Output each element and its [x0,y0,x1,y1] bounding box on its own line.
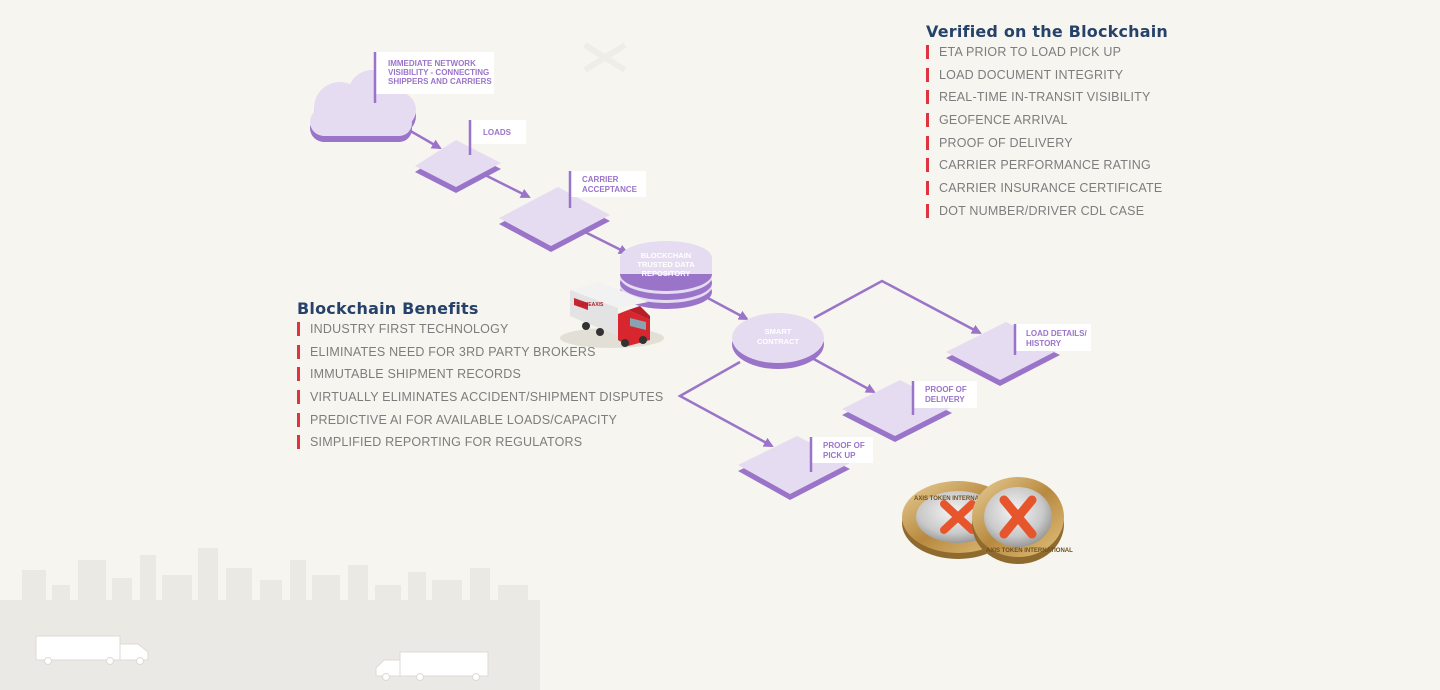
benefit-item: VIRTUALLY ELIMINATES ACCIDENT/SHIPMENT D… [297,390,663,405]
truck-brand: LANEAXIS [578,302,604,308]
coin-back-text: AXIS TOKEN INTERNATIONAL [914,496,1001,502]
background-truck-left [35,635,149,665]
delivery-label-1: PROOF OF [925,385,967,394]
details-label-2: HISTORY [1026,339,1062,348]
verified-item: CARRIER PERFORMANCE RATING [926,158,1168,173]
load-details-flag: LOAD DETAILS/ HISTORY [1013,324,1091,355]
verified-panel: Verified on the Blockchain ETA PRIOR TO … [926,22,1168,227]
benefit-item: INDUSTRY FIRST TECHNOLOGY [297,322,663,336]
verified-item: PROOF OF DELIVERY [926,135,1168,150]
network-label-1: IMMEDIATE NETWORK [388,59,476,68]
contract-label-2: CONTRACT [757,337,799,346]
network-label-3: SHIPPERS AND CARRIERS [388,77,492,86]
verified-item: ETA PRIOR TO LOAD PICK UP [926,45,1168,59]
benefits-panel: Blockchain Benefits INDUSTRY FIRST TECHN… [297,299,663,458]
proof-of-pickup-flag: PROOF OF PICK UP [809,437,873,472]
pickup-label-1: PROOF OF [823,441,865,450]
axis-token-coin-front: AXIS TOKEN INTERNATIONAL [972,477,1073,564]
benefit-item: ELIMINATES NEED FOR 3RD PARTY BROKERS [297,344,663,359]
benefits-list: INDUSTRY FIRST TECHNOLOGY ELIMINATES NEE… [297,322,663,450]
proof-of-delivery-flag: PROOF OF DELIVERY [911,381,977,415]
flow-arrows [399,123,982,448]
laneaxis-truck: LANEAXIS [560,282,664,348]
loads-flag: LOADS [468,120,526,155]
repo-label-3: REPOSITORY [642,269,691,278]
coin-front-text: AXIS TOKEN INTERNATIONAL [986,548,1073,554]
city-skyline-background [0,548,540,690]
carrier-label-1: CARRIER [582,175,619,184]
benefit-item: SIMPLIFIED REPORTING FOR REGULATORS [297,435,663,450]
benefit-item: IMMUTABLE SHIPMENT RECORDS [297,367,663,382]
verified-item: LOAD DOCUMENT INTEGRITY [926,67,1168,82]
network-visibility-flag: IMMEDIATE NETWORK VISIBILITY - CONNECTIN… [373,52,494,103]
blockchain-repository-stack: BLOCKCHAIN TRUSTED DATA REPOSITORY [620,241,712,309]
benefits-title: Blockchain Benefits [297,299,479,318]
faint-logo-watermark [583,42,627,73]
pickup-label-2: PICK UP [823,451,856,460]
repo-label-1: BLOCKCHAIN [641,251,691,260]
verified-item: DOT NUMBER/DRIVER CDL CASE [926,203,1168,218]
background-truck-center [375,651,489,681]
verified-title: Verified on the Blockchain [926,22,1169,41]
benefit-item: PREDICTIVE AI FOR AVAILABLE LOADS/CAPACI… [297,412,663,427]
repo-label-2: TRUSTED DATA [637,260,695,269]
delivery-label-2: DELIVERY [925,395,965,404]
carrier-label-2: ACCEPTANCE [582,185,638,194]
loads-label: LOADS [483,128,512,137]
carrier-acceptance-flag: CARRIER ACCEPTANCE [568,171,646,208]
verified-item: REAL-TIME IN-TRANSIT VISIBILITY [926,90,1168,105]
contract-label-1: SMART [765,327,792,336]
verified-list: ETA PRIOR TO LOAD PICK UP LOAD DOCUMENT … [926,45,1168,218]
details-label-1: LOAD DETAILS/ [1026,329,1088,338]
verified-item: GEOFENCE ARRIVAL [926,113,1168,128]
carrier-acceptance-platform [499,187,610,252]
network-label-2: VISIBILITY - CONNECTING [388,68,489,77]
loads-platform [415,140,501,193]
smart-contract-disc: SMART CONTRACT [732,313,824,369]
verified-item: CARRIER INSURANCE CERTIFICATE [926,181,1168,196]
